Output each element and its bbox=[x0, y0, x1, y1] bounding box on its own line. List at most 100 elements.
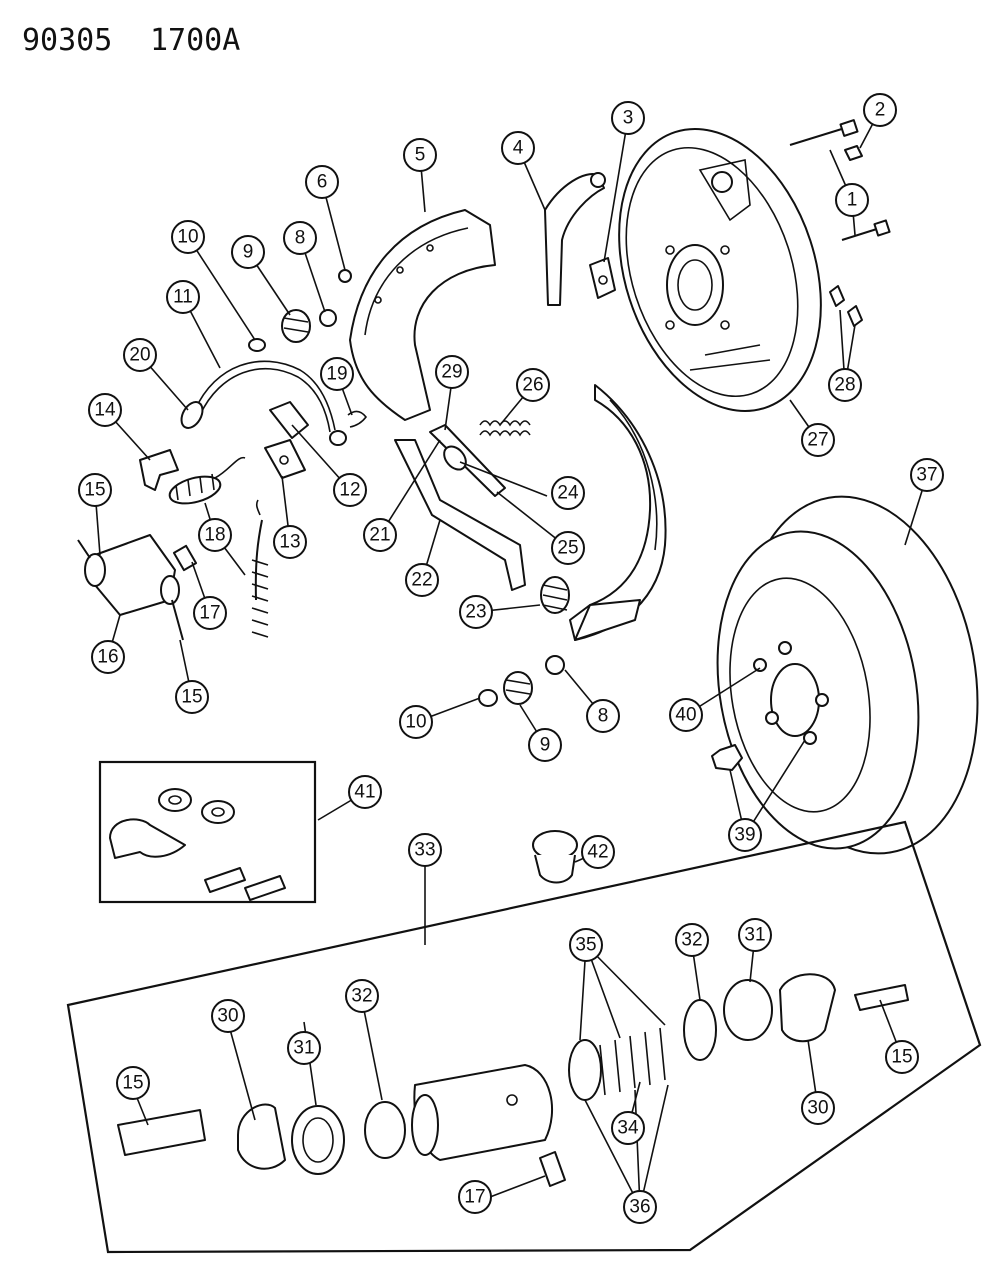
callout-15-kit-right: 15 bbox=[885, 1040, 919, 1074]
svg-text:10: 10 bbox=[177, 227, 198, 248]
callout-5: 5 bbox=[403, 138, 437, 172]
callout-22: 22 bbox=[405, 563, 439, 597]
svg-text:24: 24 bbox=[557, 483, 579, 504]
svg-text:4: 4 bbox=[513, 138, 524, 159]
svg-text:2: 2 bbox=[875, 100, 886, 121]
svg-text:22: 22 bbox=[411, 570, 432, 591]
svg-text:40: 40 bbox=[675, 705, 696, 726]
callout-15-kit-left: 15 bbox=[116, 1066, 150, 1100]
callout-15-top: 15 bbox=[78, 473, 112, 507]
svg-text:14: 14 bbox=[94, 400, 116, 421]
callout-35: 35 bbox=[569, 928, 603, 962]
svg-text:37: 37 bbox=[916, 465, 937, 486]
svg-text:32: 32 bbox=[351, 986, 372, 1007]
svg-text:17: 17 bbox=[464, 1187, 485, 1208]
parking-brake-lever bbox=[544, 172, 616, 306]
svg-text:9: 9 bbox=[243, 242, 254, 263]
callout-1: 1 bbox=[835, 183, 869, 217]
wheel-cylinder-kit-frame bbox=[66, 820, 982, 1254]
adjuster-cable bbox=[139, 360, 347, 491]
callout-36: 36 bbox=[623, 1190, 657, 1224]
callout-6: 6 bbox=[305, 165, 339, 199]
mounting-bolts bbox=[789, 119, 891, 327]
svg-text:12: 12 bbox=[339, 480, 360, 501]
callout-19: 19 bbox=[320, 357, 354, 391]
svg-text:35: 35 bbox=[575, 935, 596, 956]
svg-text:36: 36 bbox=[629, 1197, 650, 1218]
hardware-kit-box bbox=[98, 760, 317, 904]
access-plug bbox=[532, 830, 578, 884]
callout-10-upper: 10 bbox=[171, 220, 205, 254]
svg-text:20: 20 bbox=[129, 345, 150, 366]
svg-text:33: 33 bbox=[414, 840, 435, 861]
svg-text:39: 39 bbox=[734, 825, 755, 846]
svg-text:3: 3 bbox=[623, 108, 634, 129]
svg-text:26: 26 bbox=[522, 375, 543, 396]
callout-25: 25 bbox=[551, 531, 585, 565]
callout-4: 4 bbox=[501, 131, 535, 165]
adjuster-lever bbox=[394, 439, 526, 591]
callout-9-lower: 9 bbox=[528, 728, 562, 762]
svg-text:15: 15 bbox=[84, 480, 105, 501]
brake-shoe-upper bbox=[349, 209, 496, 421]
callout-3: 3 bbox=[611, 101, 645, 135]
callout-31-left: 31 bbox=[287, 1031, 321, 1065]
callout-28: 28 bbox=[828, 368, 862, 402]
callout-17-upper: 17 bbox=[193, 596, 227, 630]
adjuster-spring-23 bbox=[540, 576, 570, 614]
callout-12: 12 bbox=[333, 473, 367, 507]
wheel-cylinder-assembly bbox=[77, 534, 198, 641]
callout-32-right: 32 bbox=[675, 923, 709, 957]
adjuster-screw bbox=[429, 424, 506, 497]
svg-text:30: 30 bbox=[807, 1098, 828, 1119]
brake-shoe-lower bbox=[569, 384, 667, 641]
callout-37: 37 bbox=[910, 458, 944, 492]
callout-30-right: 30 bbox=[801, 1091, 835, 1125]
svg-text:25: 25 bbox=[557, 538, 578, 559]
callout-39: 39 bbox=[728, 818, 762, 852]
return-spring-26 bbox=[479, 420, 531, 437]
callout-20: 20 bbox=[123, 338, 157, 372]
svg-text:15: 15 bbox=[891, 1047, 912, 1068]
callout-21: 21 bbox=[363, 518, 397, 552]
lug-nut bbox=[711, 744, 743, 771]
svg-text:27: 27 bbox=[807, 430, 828, 451]
callout-15-bottom: 15 bbox=[175, 680, 209, 714]
callout-8-lower: 8 bbox=[586, 699, 620, 733]
callout-8-upper: 8 bbox=[283, 221, 317, 255]
callout-26: 26 bbox=[516, 368, 550, 402]
svg-text:19: 19 bbox=[326, 364, 347, 385]
callout-30-left: 30 bbox=[211, 999, 245, 1033]
svg-text:6: 6 bbox=[317, 172, 328, 193]
svg-text:21: 21 bbox=[369, 525, 390, 546]
callout-11: 11 bbox=[166, 280, 200, 314]
hold-down-lower bbox=[478, 655, 565, 707]
svg-text:15: 15 bbox=[181, 687, 202, 708]
svg-text:13: 13 bbox=[279, 532, 300, 553]
svg-text:41: 41 bbox=[354, 782, 375, 803]
callout-24: 24 bbox=[551, 476, 585, 510]
return-springs-18 bbox=[168, 456, 269, 638]
callout-33: 33 bbox=[408, 833, 442, 867]
callout-31-right: 31 bbox=[738, 918, 772, 952]
svg-text:32: 32 bbox=[681, 930, 702, 951]
svg-text:17: 17 bbox=[199, 603, 220, 624]
hold-down-upper bbox=[248, 269, 352, 352]
svg-text:31: 31 bbox=[293, 1038, 314, 1059]
callout-27: 27 bbox=[801, 423, 835, 457]
callout-32-left: 32 bbox=[345, 979, 379, 1013]
svg-text:8: 8 bbox=[295, 228, 306, 249]
svg-text:11: 11 bbox=[173, 287, 193, 308]
callout-17-kit: 17 bbox=[458, 1180, 492, 1214]
callout-40: 40 bbox=[669, 698, 703, 732]
svg-text:5: 5 bbox=[415, 145, 426, 166]
callout-23: 23 bbox=[459, 595, 493, 629]
svg-text:18: 18 bbox=[204, 525, 225, 546]
svg-text:1: 1 bbox=[847, 190, 858, 211]
svg-text:29: 29 bbox=[441, 362, 462, 383]
svg-text:42: 42 bbox=[587, 842, 608, 863]
guide-plates bbox=[264, 401, 368, 479]
svg-text:30: 30 bbox=[217, 1006, 238, 1027]
callout-42: 42 bbox=[581, 835, 615, 869]
diagram-code-right: 1700A bbox=[150, 23, 240, 58]
